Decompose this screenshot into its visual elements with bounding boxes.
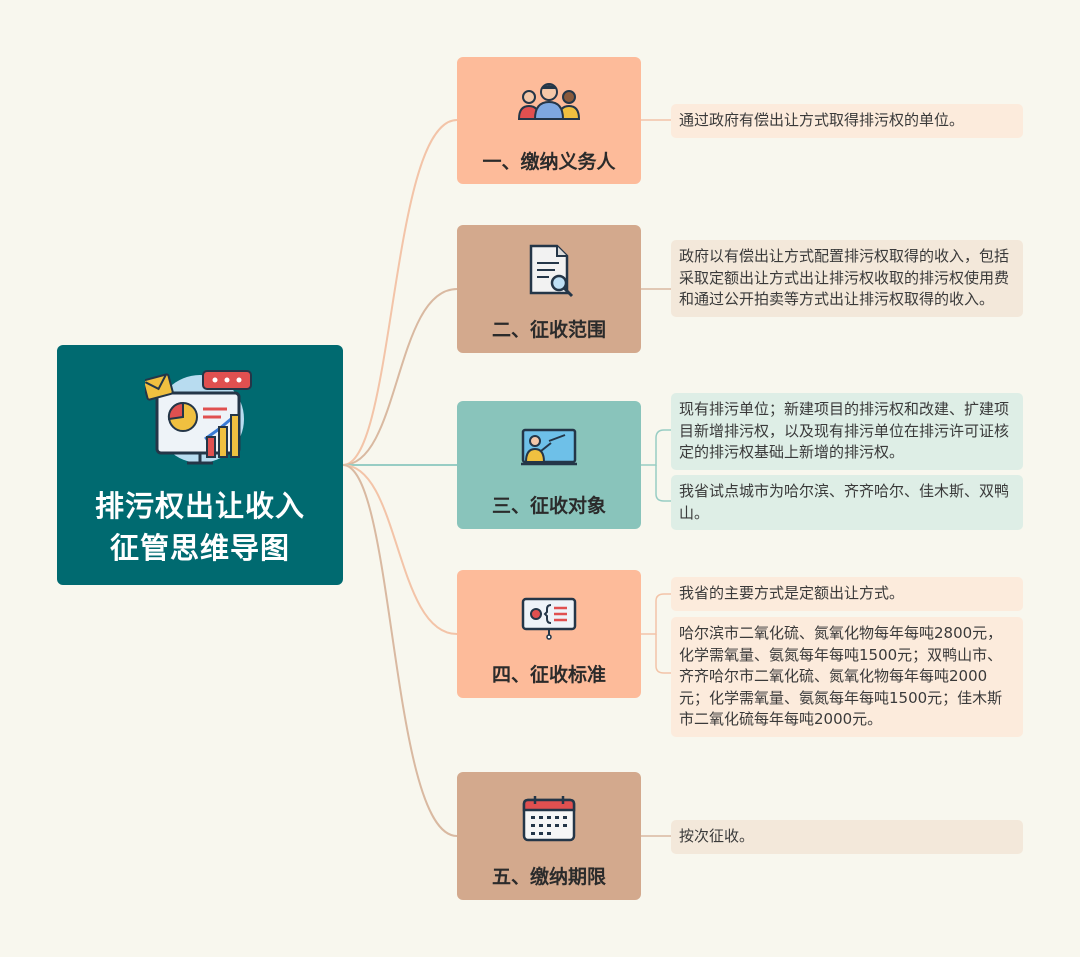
branch-title-1: 一、缴纳义务人 (482, 151, 616, 173)
note-branch-5: 按次征收。 (671, 820, 1023, 854)
branch-node-2[interactable]: 二、征收范围 (457, 225, 641, 353)
teacher-board-icon (519, 427, 579, 471)
connector-root-branch-2 (342, 288, 458, 466)
branch-node-4[interactable]: 四、征收标准 (457, 570, 641, 698)
note-branch-4-b: 哈尔滨市二氧化硫、氮氧化物每年每吨2800元，化学需氧量、氨氮每年每吨1500元… (671, 617, 1023, 737)
root-title: 排污权出让收入征管思维导图 (94, 489, 305, 565)
note-branch-3-b: 我省试点城市为哈尔滨、齐齐哈尔、佳木斯、双鸭山。 (671, 475, 1023, 530)
branch-node-1[interactable]: 一、缴纳义务人 (457, 57, 641, 184)
document-search-icon (525, 243, 577, 303)
branch-title-3: 三、征收对象 (491, 495, 606, 517)
note-branch-4-a: 我省的主要方式是定额出让方式。 (671, 577, 1023, 611)
presentation-chart-icon (142, 367, 255, 471)
presentation-board-icon (521, 596, 577, 644)
branch-node-5[interactable]: 五、缴纳期限 (457, 772, 641, 900)
calendar-icon (521, 794, 577, 846)
note-branch-3-a: 现有排污单位；新建项目的排污权和改建、扩建项目新增排污权，以及现有排污单位在排污… (671, 393, 1023, 470)
connector-root-branch-4 (342, 464, 458, 635)
connector-root-branch-1 (342, 119, 458, 466)
connector-branch-4-note-2 (655, 634, 671, 674)
branch-title-4: 四、征收标准 (491, 664, 606, 686)
branch-node-3[interactable]: 三、征收对象 (457, 401, 641, 529)
note-branch-2: 政府以有偿出让方式配置排污权取得的收入，包括采取定额出让方式出让排污权收取的排污… (671, 240, 1023, 317)
branch-title-2: 二、征收范围 (491, 319, 606, 341)
connector-branch-4-note-1 (641, 593, 671, 635)
root-node[interactable]: 排污权出让收入征管思维导图 (57, 345, 343, 585)
branch-title-5: 五、缴纳期限 (491, 866, 606, 888)
connector-root-branch-5 (342, 464, 458, 837)
connector-branch-3-note-2 (655, 465, 671, 502)
connector-branch-3-note-1 (641, 429, 671, 466)
note-branch-1: 通过政府有偿出让方式取得排污权的单位。 (671, 104, 1023, 138)
people-group-icon (517, 81, 581, 125)
